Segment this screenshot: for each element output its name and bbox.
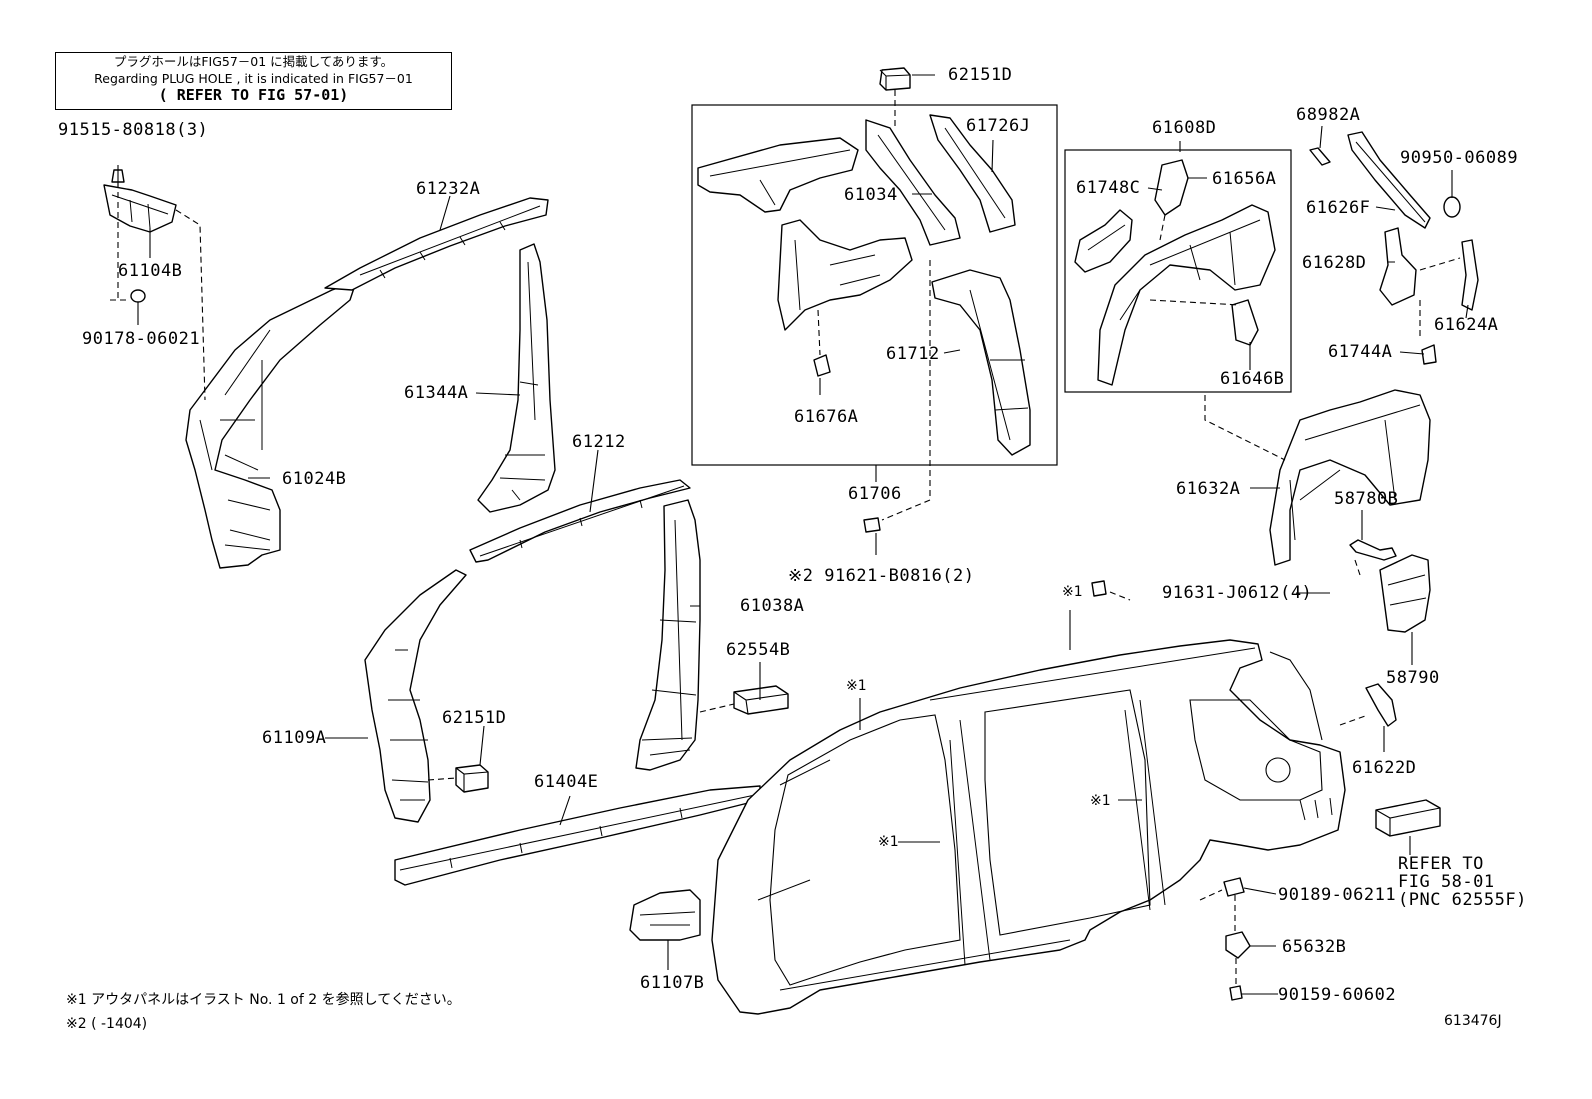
part-61024B: [185, 281, 357, 569]
label-68982A[interactable]: 68982A: [1296, 105, 1361, 125]
label-61109A[interactable]: 61109A: [262, 728, 327, 748]
label-61744A[interactable]: 61744A: [1328, 342, 1393, 362]
part-61104B: [103, 184, 177, 233]
label-61656A[interactable]: 61656A: [1212, 169, 1277, 189]
part-61344A: [477, 243, 556, 513]
part-65632B: [1225, 931, 1251, 959]
part-61748C: [1074, 209, 1133, 273]
label-65632B[interactable]: 65632B: [1282, 937, 1347, 957]
footnote-1: ※1 アウタパネルはイラスト No. 1 of 2 を参照してください。: [66, 992, 461, 1008]
part-61646B: [1231, 299, 1259, 346]
part-61628D: [1379, 227, 1417, 306]
rear-edge-panel: [1269, 651, 1323, 741]
diagram-id: 613476J: [1444, 1013, 1502, 1029]
trim-62555F: [1375, 799, 1441, 837]
label-90950-06089[interactable]: 90950-06089: [1400, 148, 1519, 168]
label-61622D[interactable]: 61622D: [1352, 758, 1417, 778]
label-refer-pnc[interactable]: (PNC 62555F): [1398, 890, 1527, 910]
label-61748C[interactable]: 61748C: [1076, 178, 1141, 198]
part-61622D: [1365, 683, 1397, 727]
part-61038A: [635, 499, 701, 771]
label-90178-06021[interactable]: 90178-06021: [82, 329, 201, 349]
label-61232A[interactable]: 61232A: [416, 179, 481, 199]
part-62151D-lower: [455, 764, 489, 793]
group-box-61706: [691, 104, 1058, 466]
part-61706-front: [697, 137, 859, 213]
label-62151D-lower[interactable]: 62151D: [442, 708, 507, 728]
part-58790: [1379, 554, 1431, 633]
label-61024B[interactable]: 61024B: [282, 469, 347, 489]
plug-hole-note: プラグホールはFIG57－01 に掲載してあります。 Regarding PLU…: [55, 52, 452, 110]
label-61676A[interactable]: 61676A: [794, 407, 859, 427]
fastener-90159: [1229, 985, 1243, 1001]
part-61624A: [1461, 239, 1479, 311]
label-91621-B0816[interactable]: ※2 91621-B0816(2): [788, 566, 975, 586]
label-61608D[interactable]: 61608D: [1152, 118, 1217, 138]
part-62151D-top: [879, 67, 911, 91]
label-61626F[interactable]: 61626F: [1306, 198, 1371, 218]
note-line-ref: ( REFER TO FIG 57-01): [158, 86, 349, 104]
part-61109A: [364, 569, 467, 823]
label-61624A[interactable]: 61624A: [1434, 315, 1499, 335]
part-90189: [1223, 877, 1245, 897]
part-61404E: [394, 785, 761, 886]
label-61646B[interactable]: 61646B: [1220, 369, 1285, 389]
part-61632A: [1269, 389, 1431, 566]
fastener-91621: [863, 517, 881, 533]
quarter-window-opening: [1189, 699, 1323, 801]
part-61232A: [324, 197, 549, 291]
group-box-61608D: [1064, 149, 1292, 393]
part-61706-panel: [777, 219, 913, 331]
grommet-90950: [1443, 196, 1461, 218]
part-61712: [931, 269, 1031, 456]
note-line-en: Regarding PLUG HOLE , it is indicated in…: [94, 71, 413, 86]
label-91515-80818[interactable]: 91515-80818(3): [58, 120, 209, 140]
label-refer-fig[interactable]: FIG 58-01: [1398, 872, 1495, 892]
rear-door-opening: [984, 689, 1151, 936]
label-61726J[interactable]: 61726J: [966, 116, 1031, 136]
label-61038A[interactable]: 61038A: [740, 596, 805, 616]
label-61404E[interactable]: 61404E: [534, 772, 599, 792]
part-61608D-house: [1097, 204, 1276, 386]
label-58790[interactable]: 58790: [1386, 668, 1440, 688]
label-90159-60602[interactable]: 90159-60602: [1278, 985, 1397, 1005]
label-61104B[interactable]: 61104B: [118, 261, 183, 281]
part-61212: [469, 479, 691, 563]
label-61212[interactable]: 61212: [572, 432, 626, 452]
label-91631-J0612[interactable]: 91631-J0612(4): [1162, 583, 1313, 603]
part-61744A: [1421, 344, 1437, 365]
label-61632A[interactable]: 61632A: [1176, 479, 1241, 499]
marker-note1-front: ※1: [846, 678, 867, 694]
label-refer-to: REFER TO: [1398, 854, 1484, 874]
label-62554B[interactable]: 62554B: [726, 640, 791, 660]
marker-note1-roof: ※1: [1062, 584, 1083, 600]
part-68982A: [1309, 147, 1331, 166]
footnote-2: ※2 ( -1404): [66, 1016, 148, 1032]
label-61034[interactable]: 61034: [844, 185, 898, 205]
fuel-door: [1265, 757, 1291, 783]
fastener-90178: [130, 289, 146, 303]
label-58780B[interactable]: 58780B: [1334, 489, 1399, 509]
label-61628D[interactable]: 61628D: [1302, 253, 1367, 273]
label-61107B[interactable]: 61107B: [640, 973, 705, 993]
marker-note1-pillar: ※1: [878, 834, 899, 850]
label-61712[interactable]: 61712: [886, 344, 940, 364]
part-62554B: [733, 685, 789, 715]
front-door-opening: [769, 714, 961, 986]
part-side-outer-panel: [711, 639, 1346, 1015]
label-61706[interactable]: 61706: [848, 484, 902, 504]
marker-note1-rear: ※1: [1090, 793, 1111, 809]
part-61676A: [813, 354, 831, 377]
label-62151D-top[interactable]: 62151D: [948, 65, 1013, 85]
fastener-91631: [1091, 580, 1107, 597]
part-61656A: [1154, 159, 1189, 216]
part-61726J: [929, 114, 1016, 233]
part-58780B: [1349, 539, 1397, 561]
note-line-jp: プラグホールはFIG57－01 に掲載してあります。: [113, 54, 394, 69]
label-61344A[interactable]: 61344A: [404, 383, 469, 403]
label-90189-06211[interactable]: 90189-06211: [1278, 885, 1397, 905]
part-61107B: [629, 889, 701, 941]
